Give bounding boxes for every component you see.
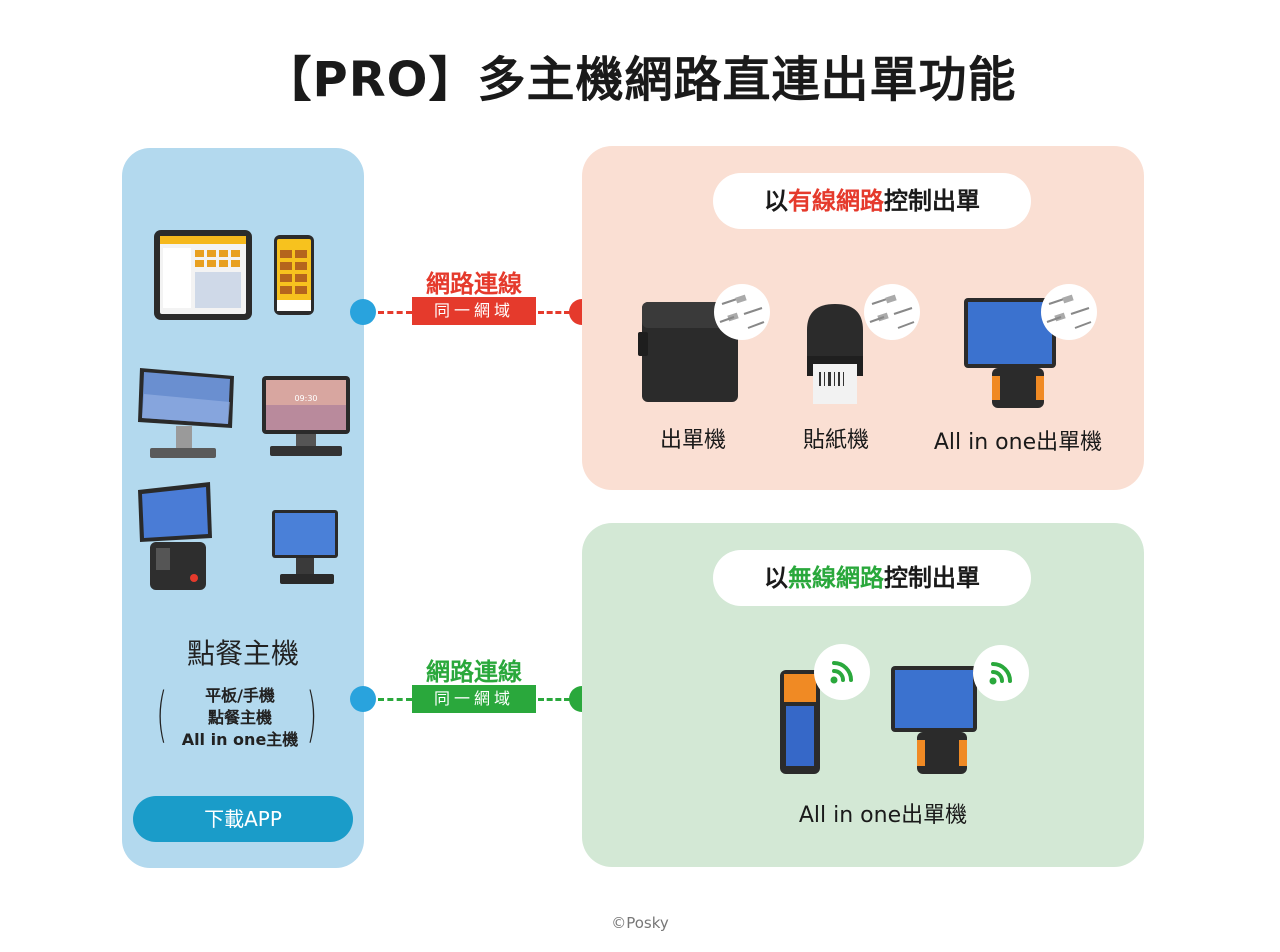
ethernet-cable-icon xyxy=(714,284,770,340)
heading-highlight: 有線網路 xyxy=(788,187,884,215)
label-printer-icon xyxy=(801,300,869,408)
host-sub-item: 點餐主機 xyxy=(207,708,272,727)
wired-heading: 以有線網路控制出單 xyxy=(713,173,1031,229)
device-label: 出單機 xyxy=(659,428,726,453)
copyright: ©Posky xyxy=(611,914,669,932)
connection-dash xyxy=(378,698,412,701)
device-label: 貼紙機 xyxy=(802,428,869,453)
wired-connection-tag: 同一網域 xyxy=(412,297,536,325)
right-paren: ) xyxy=(306,680,317,750)
pos-terminal-icon xyxy=(136,482,216,594)
tablet-icon xyxy=(153,228,253,322)
heading-prefix: 以 xyxy=(764,564,788,592)
connection-dash xyxy=(538,698,570,701)
connection-dash xyxy=(378,311,412,314)
host-sub-item: All in one主機 xyxy=(181,730,299,749)
wireless-connection-title: 網路連線 xyxy=(426,658,522,686)
pos-terminal-icon xyxy=(889,664,979,778)
wired-connection-title: 網路連線 xyxy=(426,270,522,298)
pos-terminal-icon: 09:30 xyxy=(258,374,354,460)
host-sub-item: 平板/手機 xyxy=(205,686,275,705)
host-connection-dot xyxy=(350,686,376,712)
pos-terminal-icon xyxy=(270,508,340,588)
svg-text:09:30: 09:30 xyxy=(294,394,317,403)
left-paren: ( xyxy=(156,680,167,750)
heading-highlight: 無線網路 xyxy=(788,564,884,592)
host-sub-list: 平板/手機 點餐主機 All in one主機 xyxy=(160,685,320,751)
phone-icon xyxy=(273,234,315,316)
wireless-connection-tag: 同一網域 xyxy=(412,685,536,713)
host-connection-dot xyxy=(350,299,376,325)
device-label: All in one出單機 xyxy=(798,803,968,828)
device-label: All in one出單機 xyxy=(933,430,1103,455)
wireless-heading: 以無線網路控制出單 xyxy=(713,550,1031,606)
host-label: 點餐主機 xyxy=(186,637,299,670)
connection-dash xyxy=(538,311,570,314)
wifi-icon xyxy=(973,645,1029,701)
download-app-button[interactable]: 下載APP xyxy=(133,796,353,842)
handheld-pos-icon xyxy=(778,668,822,776)
heading-prefix: 以 xyxy=(764,187,788,215)
page-title: 【PRO】多主機網路直連出單功能 xyxy=(263,52,1017,108)
wifi-icon xyxy=(814,644,870,700)
ethernet-cable-icon xyxy=(1041,284,1097,340)
pos-terminal-icon xyxy=(136,364,238,462)
pos-terminal-icon xyxy=(962,296,1058,412)
heading-suffix: 控制出單 xyxy=(884,564,980,592)
ethernet-cable-icon xyxy=(864,284,920,340)
heading-suffix: 控制出單 xyxy=(884,187,980,215)
